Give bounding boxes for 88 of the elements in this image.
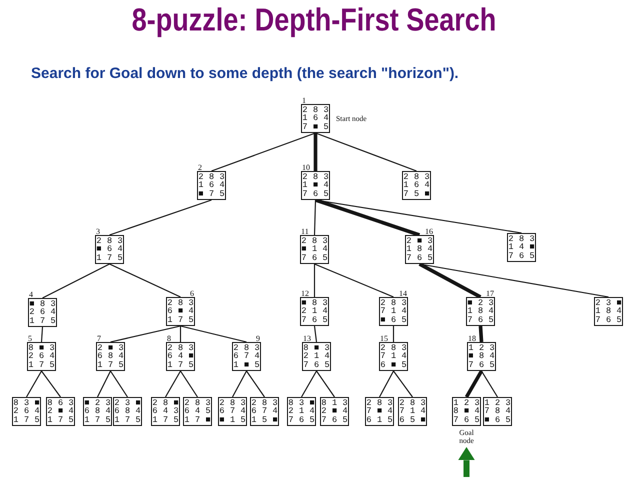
node-number: 5: [28, 334, 32, 342]
node-number: 18: [468, 334, 476, 342]
branch-line: [40, 326, 44, 342]
tile-grid: 2 8 3 7 ■ 4 6 1 5: [366, 398, 393, 424]
node-number: 15: [380, 334, 388, 342]
tile-grid: 2 3 ■ 6 8 4 1 7 5: [114, 398, 141, 424]
branch-line: [165, 370, 181, 398]
tile-grid: ■ 2 3 6 8 4 1 7 5: [84, 398, 111, 424]
branch-line: [109, 199, 212, 236]
tile-grid: 2 8 3 1 6 4 ■ 7 5: [198, 172, 225, 198]
bold-branch-line: [464, 370, 484, 398]
branch-line: [97, 370, 111, 398]
tile-grid: ■ 2 3 1 8 4 7 6 5: [467, 298, 494, 324]
tile-grid: 1 2 3 8 ■ 4 7 6 5: [453, 398, 480, 424]
bold-branch-line: [478, 326, 484, 342]
node-number: 13: [303, 334, 311, 342]
branch-line: [314, 200, 316, 236]
tile-grid: 8 ■ 3 2 6 4 1 7 5: [28, 344, 55, 370]
node-number: 1: [302, 96, 306, 104]
branch-line: [232, 370, 247, 398]
branch-line: [315, 132, 417, 172]
bold-branch-line: [418, 262, 482, 299]
tile-grid: 2 8 3 ■ 1 4 7 6 5: [301, 236, 328, 262]
tile-grid: 2 8 3 6 7 4 ■ 1 5: [219, 398, 246, 424]
tile-grid: 2 8 3 6 4 5 1 7 ■: [184, 398, 211, 424]
node-number: 11: [301, 228, 309, 236]
tile-grid: ■ 8 3 2 6 4 1 7 5: [29, 300, 56, 326]
tile-grid: 8 6 3 2 ■ 4 1 7 5: [47, 398, 74, 424]
node-number: 6: [190, 290, 194, 298]
node-number: 3: [96, 228, 100, 236]
tile-grid: 2 8 3 6 4 ■ 1 7 5: [167, 344, 194, 370]
node-number: 8: [167, 334, 171, 342]
tile-grid: 1 2 3 ■ 8 4 7 6 5: [468, 344, 495, 370]
branch-line: [392, 326, 394, 342]
node-number: 16: [425, 228, 433, 236]
tile-grid: 2 8 3 1 6 4 7 5 ■: [403, 172, 430, 198]
branch-line: [301, 370, 317, 398]
branch-line: [180, 326, 182, 342]
tile-grid: 8 1 3 2 ■ 4 7 6 5: [321, 398, 348, 424]
tile-grid: 2 8 3 7 1 4 6 ■ 5: [380, 344, 407, 370]
tile-grid: 2 8 ■ 6 4 3 1 7 5: [152, 398, 179, 424]
node-number: 14: [399, 290, 407, 298]
branch-line: [316, 370, 335, 398]
bold-branch-line: [314, 198, 420, 237]
branch-line: [246, 370, 265, 398]
tile-grid: 2 ■ 3 6 8 4 1 7 5: [97, 344, 124, 370]
bold-branch-line: [314, 133, 318, 171]
tile-grid: 2 8 3 6 7 4 1 ■ 5: [233, 344, 260, 370]
branch-line: [110, 370, 128, 398]
tile-grid: 2 8 3 1 6 4 7 ■ 5: [302, 106, 329, 132]
node-number: 12: [301, 290, 309, 298]
node-number: 10: [302, 164, 310, 172]
branch-line: [180, 325, 247, 343]
branch-line: [26, 370, 42, 398]
branch-line: [42, 264, 110, 298]
tile-grid: 2 3 ■ 1 8 4 7 6 5: [595, 298, 622, 324]
tile-grid: 1 2 3 7 8 4 ■ 6 5: [484, 398, 511, 424]
tile-grid: 8 3 ■ 2 1 4 7 6 5: [288, 398, 315, 424]
subtitle: Search for Goal down to some depth (the search "horizon").: [31, 65, 459, 82]
pointer-arrow: [458, 447, 475, 477]
tile-grid: 2 8 3 7 1 4 6 5 ■: [399, 398, 426, 424]
tile-grid: 2 ■ 3 1 8 4 7 6 5: [406, 236, 433, 262]
branch-line: [481, 370, 498, 398]
branch-line: [379, 370, 394, 398]
branch-line: [393, 370, 413, 398]
tile-grid: 8 ■ 3 2 1 4 7 6 5: [303, 344, 330, 370]
branch-line: [314, 264, 394, 298]
node-number: 9: [256, 334, 260, 342]
tile-grid: 2 8 3 6 ■ 4 1 7 5: [167, 298, 194, 324]
tile-grid: 2 8 3 ■ 6 4 1 7 5: [96, 236, 123, 262]
branch-line: [211, 132, 316, 172]
node-number: 2: [198, 164, 202, 172]
title: 8-puzzle: Depth-First Search: [132, 2, 496, 38]
tile-grid: 2 8 3 7 1 4 ■ 6 5: [380, 298, 407, 324]
tile-grid: 2 8 3 6 7 4 1 5 ■: [251, 398, 278, 424]
branch-line: [314, 326, 318, 342]
node-number: 17: [486, 290, 494, 298]
branch-line: [314, 264, 316, 297]
tile-grid: 2 8 3 1 4 ■ 7 6 5: [508, 234, 535, 260]
tile-grid: 8 3 ■ 2 6 4 1 7 5: [13, 398, 40, 424]
branch-line: [110, 325, 181, 343]
tile-grid: ■ 8 3 2 1 4 7 6 5: [301, 298, 328, 324]
node-number: 4: [29, 290, 33, 298]
node-number: 7: [97, 334, 101, 342]
branch-line: [41, 370, 61, 398]
branch-line: [180, 370, 198, 398]
branch-line: [109, 264, 181, 298]
tile-grid: 2 8 3 1 ■ 4 7 6 5: [302, 172, 329, 198]
